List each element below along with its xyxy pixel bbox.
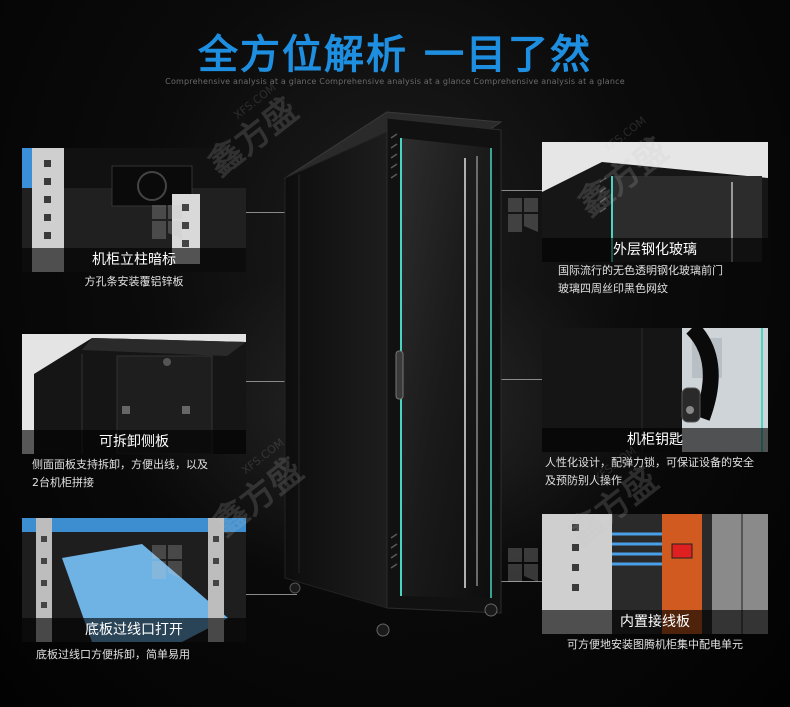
feature-bottom-desc-line: 底板过线口方便拆卸，简单易用 <box>36 648 190 661</box>
feature-bottom-title: 底板过线口打开 <box>22 618 246 642</box>
feature-bottom-desc: 底板过线口方便拆卸，简单易用 <box>36 646 246 664</box>
watermark-domain: XFS.COM <box>231 80 279 123</box>
feature-glass-desc: 国际流行的无色透明钢化玻璃前门 玻璃四周丝印黑色网纹 <box>558 262 778 298</box>
connector-line-column <box>245 212 297 213</box>
feature-side-panel-desc-line: 2台机柜拼接 <box>32 476 94 489</box>
feature-column-image: 机柜立柱暗标 <box>22 148 246 272</box>
connector-line-glass <box>492 190 542 191</box>
feature-column-desc-line: 方孔条安装覆铝锌板 <box>84 275 184 288</box>
connector-line-key <box>492 379 542 380</box>
feature-side-panel-image: 可拆卸侧板 <box>22 334 246 454</box>
feature-side-panel-desc: 侧面面板支持拆卸，方便出线，以及 2台机柜拼接 <box>32 456 246 492</box>
connector-line-wiring <box>488 581 542 582</box>
feature-key-desc-line: 及预防别人操作 <box>545 474 622 487</box>
feature-wiring-desc: 可方便地安装图腾机柜集中配电单元 <box>542 636 768 654</box>
connector-line-bottom <box>245 594 297 595</box>
feature-wiring-image: 内置接线板 <box>542 514 768 634</box>
feature-key-image: 机柜钥匙 <box>542 328 768 452</box>
feature-column-desc: 方孔条安装覆铝锌板 <box>22 273 246 291</box>
feature-side-panel-desc-line: 侧面面板支持拆卸，方便出线，以及 <box>32 458 208 471</box>
feature-glass-title: 外层钢化玻璃 <box>542 238 768 262</box>
page-subtitle: Comprehensive analysis at a glance Compr… <box>165 77 625 86</box>
feature-wiring-desc-line: 可方便地安装图腾机柜集中配电单元 <box>567 638 743 651</box>
connector-line-side-panel <box>245 381 297 382</box>
feature-key-title: 机柜钥匙 <box>542 428 768 452</box>
feature-glass-desc-line: 玻璃四周丝印黑色网纹 <box>558 282 668 295</box>
feature-key-desc-line: 人性化设计，配弹力锁，可保证设备的安全 <box>545 456 754 469</box>
feature-glass-desc-line: 国际流行的无色透明钢化玻璃前门 <box>558 264 723 277</box>
feature-wiring-title: 内置接线板 <box>542 610 768 634</box>
server-cabinet-image <box>283 111 503 637</box>
feature-bottom-image: 底板过线口打开 <box>22 518 246 642</box>
feature-glass-image: 外层钢化玻璃 <box>542 142 768 262</box>
feature-side-panel-title: 可拆卸侧板 <box>22 430 246 454</box>
feature-key-desc: 人性化设计，配弹力锁，可保证设备的安全 及预防别人操作 <box>545 454 785 490</box>
page-title: 全方位解析 一目了然 <box>198 32 592 78</box>
feature-column-title: 机柜立柱暗标 <box>22 248 246 272</box>
